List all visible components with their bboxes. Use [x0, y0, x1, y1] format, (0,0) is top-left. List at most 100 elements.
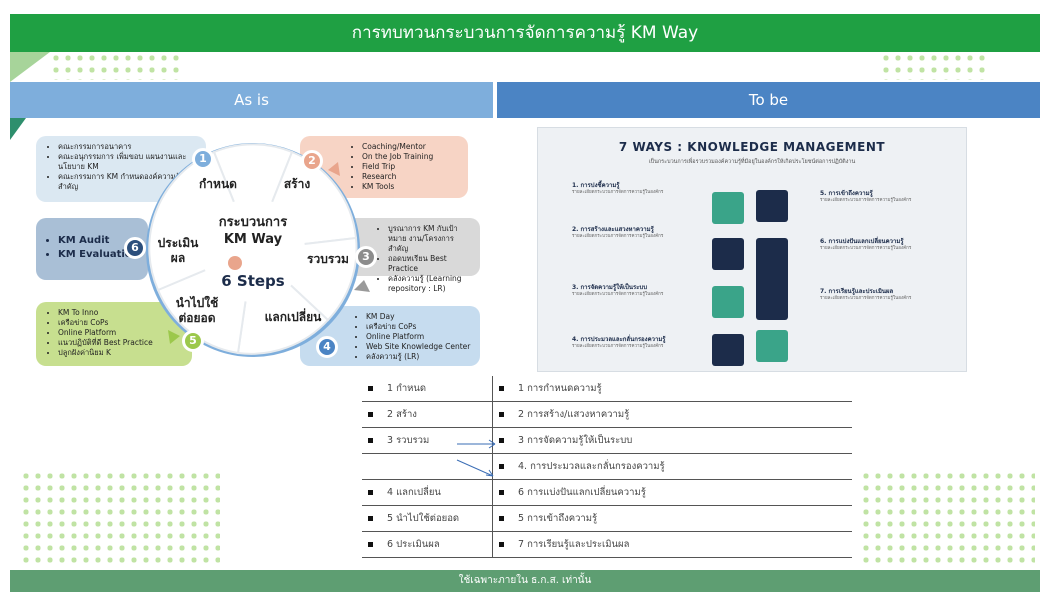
segment-label-apply: นำไปใช้ ต่อยอด	[164, 296, 230, 326]
box-collect-item: คลังความรู้ (Learning repository : LR)	[388, 274, 472, 294]
km-left-steps: 1. การบ่งชี้ความรู้ รายละเอียดกระบวนการจ…	[572, 180, 697, 374]
to-be-text: 4. การประมวลและกลั่นกรองความรู้	[518, 461, 665, 472]
segment-label-apply-line2: ต่อยอด	[178, 311, 216, 325]
box-create-item: Research	[362, 172, 460, 182]
to-be-cell: 6 การแบ่งปันแลกเปลี่ยนความรู้	[492, 479, 852, 506]
document-search-icon	[712, 238, 744, 270]
bullet-icon	[499, 438, 504, 443]
box-evaluate-item: KM Audit	[58, 234, 140, 248]
km-step-desc: รายละเอียดกระบวนการจัดการความรู้ในองค์กร	[572, 190, 664, 195]
as-is-cell: 2 สร้าง	[362, 401, 493, 428]
to-be-text: 7 การเรียนรู้และประเมินผล	[518, 539, 630, 550]
km-way-cycle	[146, 143, 370, 357]
segment-label-create: สร้าง	[283, 177, 311, 191]
arrow-icon	[328, 162, 340, 176]
segment-label-exchange: แลกเปลี่ยน	[264, 310, 322, 324]
to-be-cell: 4. การประมวลและกลั่นกรองความรู้	[492, 453, 852, 480]
as-is-header: As is	[10, 82, 493, 118]
arrow-icon	[354, 280, 370, 292]
cycle-center-steps: 6 Steps	[221, 272, 285, 290]
segment-label-evaluate-line1: ประเมิน	[157, 236, 199, 250]
to-be-cell: 7 การเรียนรู้และประเมินผล	[492, 531, 852, 558]
km-step-desc: รายละเอียดกระบวนการจัดการความรู้ในองค์กร	[572, 234, 664, 239]
km-step-desc: รายละเอียดกระบวนการจัดการความรู้ในองค์กร	[820, 296, 912, 301]
segment-label-evaluate: ประเมิน ผล	[150, 236, 206, 266]
as-is-cell: 5 นำไปใช้ต่อยอด	[362, 505, 493, 532]
box-evaluate-item: KM Evaluation	[58, 248, 140, 262]
step-badge-4: 4	[316, 336, 338, 358]
km-7-ways-title: 7 WAYS : KNOWLEDGE MANAGEMENT	[618, 140, 886, 154]
step-badge-1: 1	[192, 148, 214, 170]
comparison-table: 1 กำหนด 1 การกำหนดความรู้ 2 สร้าง 2 การสร้า…	[362, 376, 852, 558]
bullet-icon	[499, 542, 504, 547]
presenter-icon	[756, 238, 788, 320]
km-step-4: 4. การประมวลและกลั่นกรองความรู้	[572, 336, 666, 343]
box-create-item: On the Job Training	[362, 152, 460, 162]
km-step-desc: รายละเอียดกระบวนการจัดการความรู้ในองค์กร	[820, 198, 912, 203]
step-badge-3: 3	[355, 246, 377, 268]
box-define-item: คณะกรรมการอนาคาร	[58, 142, 198, 152]
km-step-desc: รายละเอียดกระบวนการจัดการความรู้ในองค์กร	[820, 246, 912, 251]
as-is-text: 6 ประเมินผล	[387, 539, 440, 550]
bullet-icon	[368, 412, 373, 417]
as-is-cell: 6 ประเมินผล	[362, 531, 493, 558]
as-is-text: 3 รวบรวม	[387, 435, 430, 446]
km-7-ways-subtitle: เป็นกระบวนการเพื่อรวบรวมองค์ความรู้ที่มี…	[648, 159, 856, 165]
km-step-1: 1. การบ่งชี้ความรู้	[572, 182, 620, 189]
table-row: 2 สร้าง 2 การสร้าง/แสวงหาความรู้	[362, 401, 852, 428]
cycle-center-title-line1: กระบวนการ	[218, 215, 288, 230]
corner-triangle-teal	[10, 118, 26, 140]
arrowhead-icon	[485, 469, 494, 477]
box-exchange-item: คลังความรู้ (LR)	[366, 352, 472, 362]
cycle-center-title-line2: KM Way	[223, 232, 283, 247]
box-apply-item: เครือข่าย CoPs	[58, 318, 184, 328]
table-row: 5 นำไปใช้ต่อยอด 5 การเข้าถึงความรู้	[362, 505, 852, 532]
bullet-icon	[499, 412, 504, 417]
km-step-desc: รายละเอียดกระบวนการจัดการความรู้ในองค์กร	[572, 344, 664, 349]
step-badge-2: 2	[301, 150, 323, 172]
box-collect-item: ถอดบทเรียน Best Practice	[388, 254, 472, 274]
km-right-steps: 5. การเข้าถึงความรู้ รายละเอียดกระบวนการ…	[820, 188, 955, 336]
checklist-icon	[756, 330, 788, 362]
km-step-2: 2. การสร้างและแสวงหาความรู้	[572, 226, 654, 233]
to-be-cell: 1 การกำหนดความรู้	[492, 376, 852, 402]
km-step-7: 7. การเรียนรู้และประเมินผล	[820, 288, 894, 295]
box-define-item: คณะอนุกรรมการ เพิ่มขอบ แผนงานและนโยบาย K…	[58, 152, 198, 172]
corner-triangle-top-left	[10, 52, 50, 82]
as-is-cell: 1 กำหนด	[362, 376, 493, 402]
arrowhead-icon	[488, 439, 496, 449]
decor-dots-bottom-left	[20, 470, 220, 565]
km-7-ways-panel	[537, 127, 967, 372]
box-apply-item: แนวปฏิบัติที่ดี Best Practice	[58, 338, 184, 348]
hand-icon	[712, 334, 744, 366]
box-apply-item: Online Platform	[58, 328, 184, 338]
cycle-people-icon	[228, 256, 242, 270]
as-is-cell: 4 แลกเปลี่ยน	[362, 479, 493, 506]
as-is-text: 2 สร้าง	[387, 409, 417, 420]
to-be-text: 3 การจัดความรู้ให้เป็นระบบ	[518, 435, 633, 446]
segment-label-collect: รวบรวม	[307, 252, 349, 266]
arrow-icon	[168, 330, 180, 344]
bullet-icon	[368, 438, 373, 443]
box-create-item: Field Trip	[362, 162, 460, 172]
to-be-cell: 2 การสร้าง/แสวงหาความรู้	[492, 401, 852, 428]
segment-label-define: กำหนด	[199, 177, 237, 191]
bullet-icon	[499, 386, 504, 391]
cycle-center-title: กระบวนการ KM Way	[203, 214, 303, 248]
as-is-text: 5 นำไปใช้ต่อยอด	[387, 513, 460, 524]
as-is-text: 1 กำหนด	[387, 383, 427, 394]
id-card-icon	[712, 192, 744, 224]
to-be-text: 2 การสร้าง/แสวงหาความรู้	[518, 409, 630, 420]
bullet-icon	[368, 490, 373, 495]
to-be-cell: 3 การจัดความรู้ให้เป็นระบบ	[492, 427, 852, 454]
bullet-icon	[368, 542, 373, 547]
bullet-icon	[499, 516, 504, 521]
to-be-text: 5 การเข้าถึงความรู้	[518, 513, 598, 524]
decor-dots-top	[50, 52, 180, 80]
box-exchange-item: Online Platform	[366, 332, 472, 342]
table-row: 4. การประมวลและกลั่นกรองความรู้	[362, 453, 852, 480]
bullet-icon	[499, 490, 504, 495]
km-step-desc: รายละเอียดกระบวนการจัดการความรู้ในองค์กร	[572, 292, 664, 297]
mapping-arrows	[456, 439, 496, 477]
